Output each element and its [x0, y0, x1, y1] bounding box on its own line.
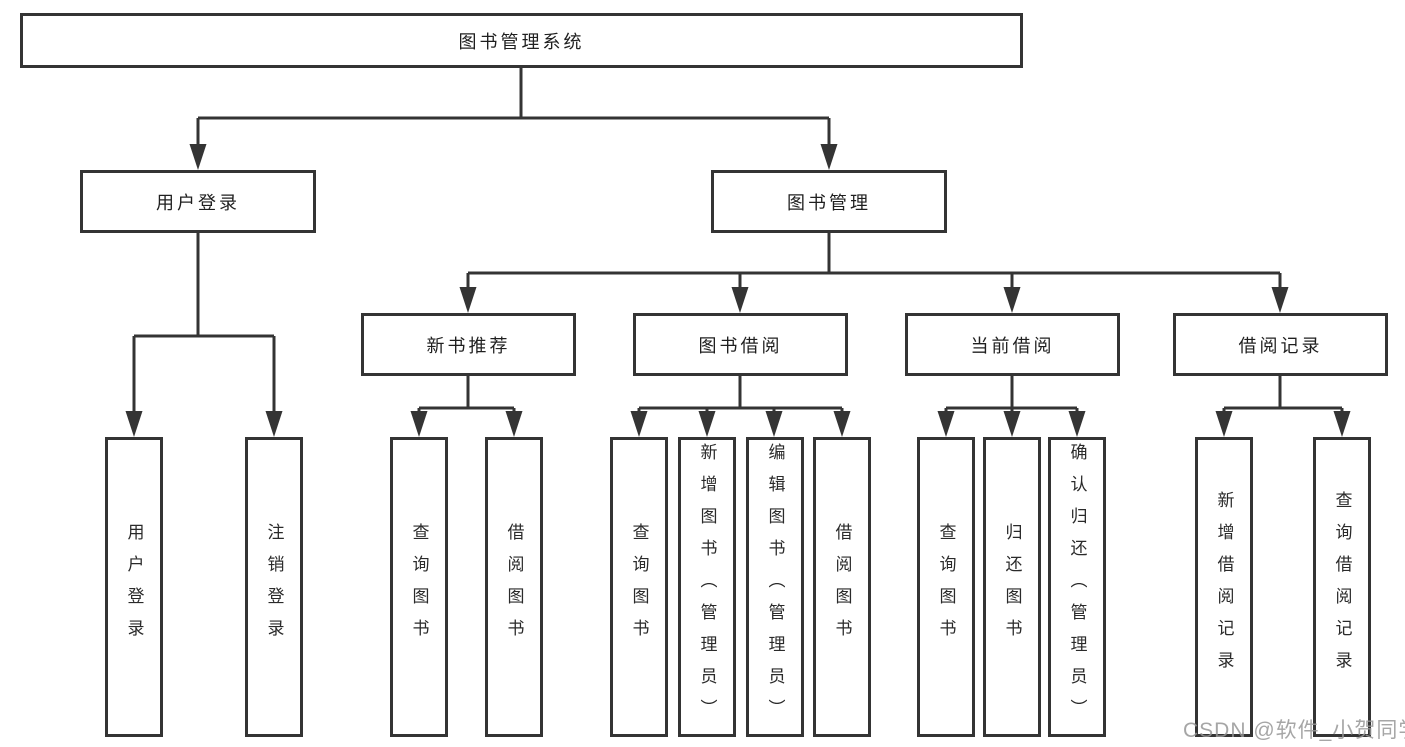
leaf-borrow-books-recommend: 借阅图书 — [485, 437, 543, 737]
node-book-management: 图书管理 — [711, 170, 947, 233]
node-borrow-records-label: 借阅记录 — [1238, 335, 1323, 356]
leaf-confirm-return-admin: 确认归还（管理员） — [1048, 437, 1106, 737]
leaf-query-books-recommend-label: 查询图书 — [409, 523, 429, 651]
node-root: 图书管理系统 — [20, 13, 1023, 68]
leaf-edit-book-admin: 编辑图书（管理员） — [746, 437, 804, 737]
watermark: CSDN @软件_小贺同学 — [1183, 719, 1405, 742]
leaf-return-book-label: 归还图书 — [1002, 523, 1022, 651]
leaf-logout-label: 注销登录 — [264, 523, 284, 651]
leaf-borrow-books-recommend-label: 借阅图书 — [504, 523, 524, 651]
leaf-borrow-books-label: 借阅图书 — [832, 523, 852, 651]
leaf-query-borrow-record: 查询借阅记录 — [1313, 437, 1371, 737]
leaf-logout: 注销登录 — [245, 437, 303, 737]
node-book-borrow: 图书借阅 — [633, 313, 848, 376]
leaf-edit-book-admin-label: 编辑图书（管理员） — [765, 443, 785, 731]
leaf-query-books-current-label: 查询图书 — [936, 523, 956, 651]
leaf-add-borrow-record: 新增借阅记录 — [1195, 437, 1253, 737]
leaf-query-books-current: 查询图书 — [917, 437, 975, 737]
node-user-login-label: 用户登录 — [156, 192, 240, 213]
leaf-return-book: 归还图书 — [983, 437, 1041, 737]
node-book-management-label: 图书管理 — [787, 192, 871, 213]
leaf-add-borrow-record-label: 新增借阅记录 — [1214, 491, 1234, 683]
node-new-book-recommend-label: 新书推荐 — [426, 335, 511, 356]
leaf-confirm-return-admin-label: 确认归还（管理员） — [1067, 443, 1087, 731]
node-book-borrow-label: 图书借阅 — [698, 335, 783, 356]
leaf-query-books-recommend: 查询图书 — [390, 437, 448, 737]
node-current-borrow-label: 当前借阅 — [970, 335, 1055, 356]
node-borrow-records: 借阅记录 — [1173, 313, 1388, 376]
node-root-label: 图书管理系统 — [458, 31, 585, 52]
leaf-query-borrow-record-label: 查询借阅记录 — [1332, 491, 1352, 683]
leaf-add-book-admin: 新增图书（管理员） — [678, 437, 736, 737]
node-user-login: 用户登录 — [80, 170, 316, 233]
node-current-borrow: 当前借阅 — [905, 313, 1120, 376]
leaf-query-books-borrow-label: 查询图书 — [629, 523, 649, 651]
leaf-borrow-books: 借阅图书 — [813, 437, 871, 737]
leaf-add-book-admin-label: 新增图书（管理员） — [697, 443, 717, 731]
leaf-query-books-borrow: 查询图书 — [610, 437, 668, 737]
node-new-book-recommend: 新书推荐 — [361, 313, 576, 376]
leaf-user-login-label: 用户登录 — [124, 523, 144, 651]
leaf-user-login: 用户登录 — [105, 437, 163, 737]
